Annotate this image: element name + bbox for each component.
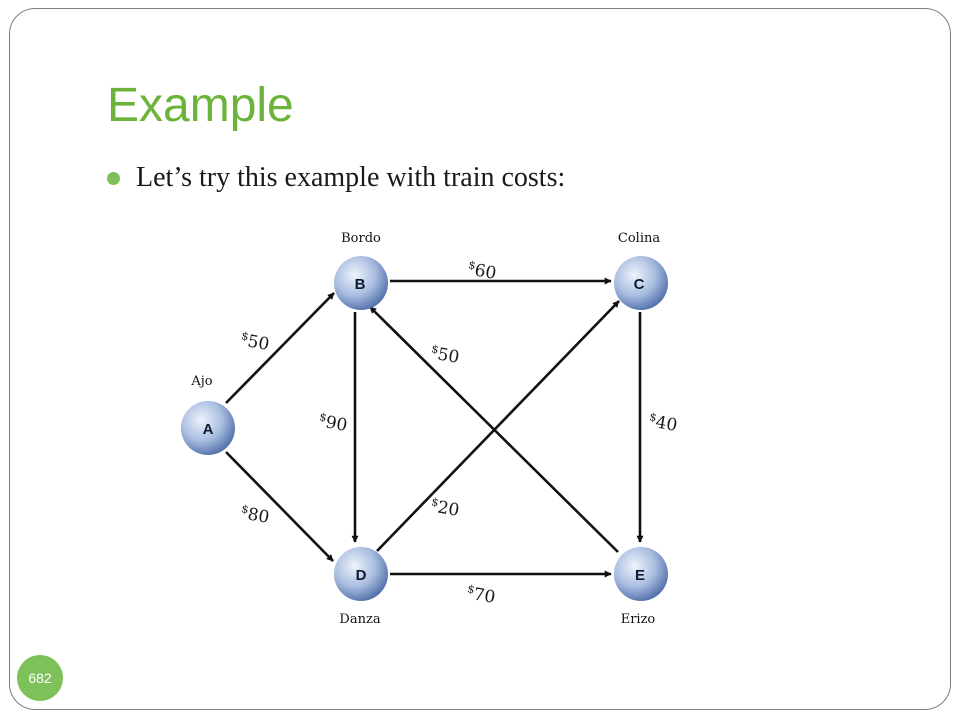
- cost-label-d-c: $20: [429, 495, 461, 521]
- edges: [225, 277, 644, 578]
- node-c-circle: [614, 256, 668, 310]
- node-d-circle: [334, 547, 388, 601]
- cost-label-b-c: $60: [466, 258, 498, 284]
- node-c-name: Colina: [618, 231, 660, 246]
- edge-a-d: [225, 451, 334, 562]
- edge-d-c: [376, 300, 620, 552]
- node-d-name: Danza: [339, 612, 380, 627]
- cost-label-e-b: $50: [429, 342, 461, 368]
- cost-label-b-d: $90: [317, 410, 349, 436]
- cost-label-a-b: $50: [239, 329, 271, 355]
- node-a-circle: [181, 401, 235, 455]
- node-b-name: Bordo: [341, 231, 381, 246]
- node-e: E Erizo: [614, 547, 668, 627]
- page-number-badge: 682: [17, 655, 63, 701]
- node-a-letter: A: [203, 421, 214, 438]
- bullet-item: Let’s try this example with train costs:: [107, 162, 565, 194]
- edge-e-b: [369, 306, 619, 553]
- node-e-letter: E: [635, 567, 645, 584]
- edge-a-b: [225, 292, 335, 404]
- cost-label-d-e: $70: [465, 582, 497, 608]
- cost-label-a-d: $80: [239, 502, 271, 528]
- node-d-letter: D: [356, 567, 367, 584]
- node-d: D Danza: [334, 547, 388, 627]
- slide-frame: [9, 8, 951, 710]
- cost-labels: $50 $80 $60 $90 $40 $20 $50 $70: [239, 258, 679, 608]
- bullet-text: Let’s try this example with train costs:: [136, 162, 566, 193]
- node-b-letter: B: [355, 276, 366, 293]
- node-e-name: Erizo: [621, 612, 656, 627]
- node-a-name: Ajo: [190, 374, 212, 389]
- node-b-circle: [334, 256, 388, 310]
- node-c: C Colina: [614, 231, 668, 310]
- node-b: B Bordo: [334, 231, 388, 310]
- page-number: 682: [28, 670, 52, 686]
- slide-title: Example: [107, 79, 294, 132]
- node-a: A Ajo: [181, 374, 235, 455]
- node-c-letter: C: [634, 276, 645, 293]
- node-e-circle: [614, 547, 668, 601]
- bullet-icon: [107, 171, 120, 185]
- cost-label-c-e: $40: [647, 410, 679, 436]
